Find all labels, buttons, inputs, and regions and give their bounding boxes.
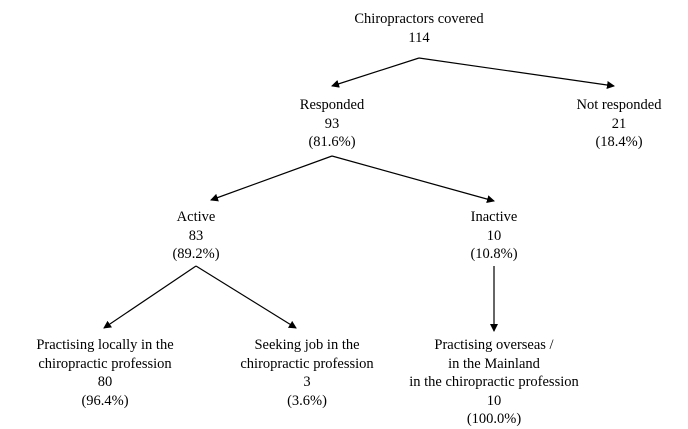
node-count: 80 <box>97 374 113 390</box>
node-label: Inactive <box>470 209 518 225</box>
node-count: 83 <box>188 227 204 244</box>
edge-active-to-practising-local <box>103 265 197 329</box>
node-percent: (89.2%) <box>172 246 220 262</box>
node-label: Responded <box>299 97 365 113</box>
node-chiropractors-covered: Chiropractors covered 114 <box>269 10 569 47</box>
node-not-responded: Not responded 21 (18.4%) <box>529 96 688 152</box>
node-inactive: Inactive 10 (10.8%) <box>404 208 584 264</box>
node-label: Active <box>176 209 216 225</box>
node-count: 93 <box>324 115 340 132</box>
node-label-line-1: Practising locally in the <box>36 337 174 353</box>
node-count: 10 <box>486 227 502 244</box>
node-label-line-2: in the Mainland <box>448 355 540 372</box>
edge-responded-to-inactive <box>331 155 495 203</box>
node-label-line-1: Practising overseas / <box>434 337 554 353</box>
node-count: 3 <box>303 374 311 390</box>
node-label-line-2: chiropractic profession <box>240 355 374 372</box>
node-count: 10 <box>486 392 502 409</box>
edge-root-to-responded <box>331 57 420 88</box>
node-seeking-job: Seeking job in the chiropractic professi… <box>207 336 407 410</box>
node-label-line-1: Seeking job in the <box>254 337 360 353</box>
node-label: Chiropractors covered <box>354 11 484 27</box>
edge-root-to-not-responded <box>418 57 615 89</box>
node-responded: Responded 93 (81.6%) <box>242 96 422 152</box>
node-practising-overseas: Practising overseas / in the Mainland in… <box>374 336 614 429</box>
node-percent: (81.6%) <box>308 134 356 150</box>
edge-active-to-seeking-job <box>195 265 297 329</box>
node-percent: (10.8%) <box>470 246 518 262</box>
node-active: Active 83 (89.2%) <box>106 208 286 264</box>
node-label-line-3: in the chiropractic profession <box>409 374 579 390</box>
node-label: Not responded <box>576 97 662 113</box>
node-percent: (18.4%) <box>595 134 643 150</box>
node-percent: (96.4%) <box>81 392 129 409</box>
edge-responded-to-active <box>210 155 333 202</box>
node-percent: (3.6%) <box>287 392 327 409</box>
node-count: 114 <box>408 29 430 46</box>
node-count: 21 <box>611 115 627 132</box>
node-label-line-2: chiropractic profession <box>38 355 172 372</box>
node-practising-locally: Practising locally in the chiropractic p… <box>0 336 210 410</box>
node-percent: (100.0%) <box>466 411 522 427</box>
